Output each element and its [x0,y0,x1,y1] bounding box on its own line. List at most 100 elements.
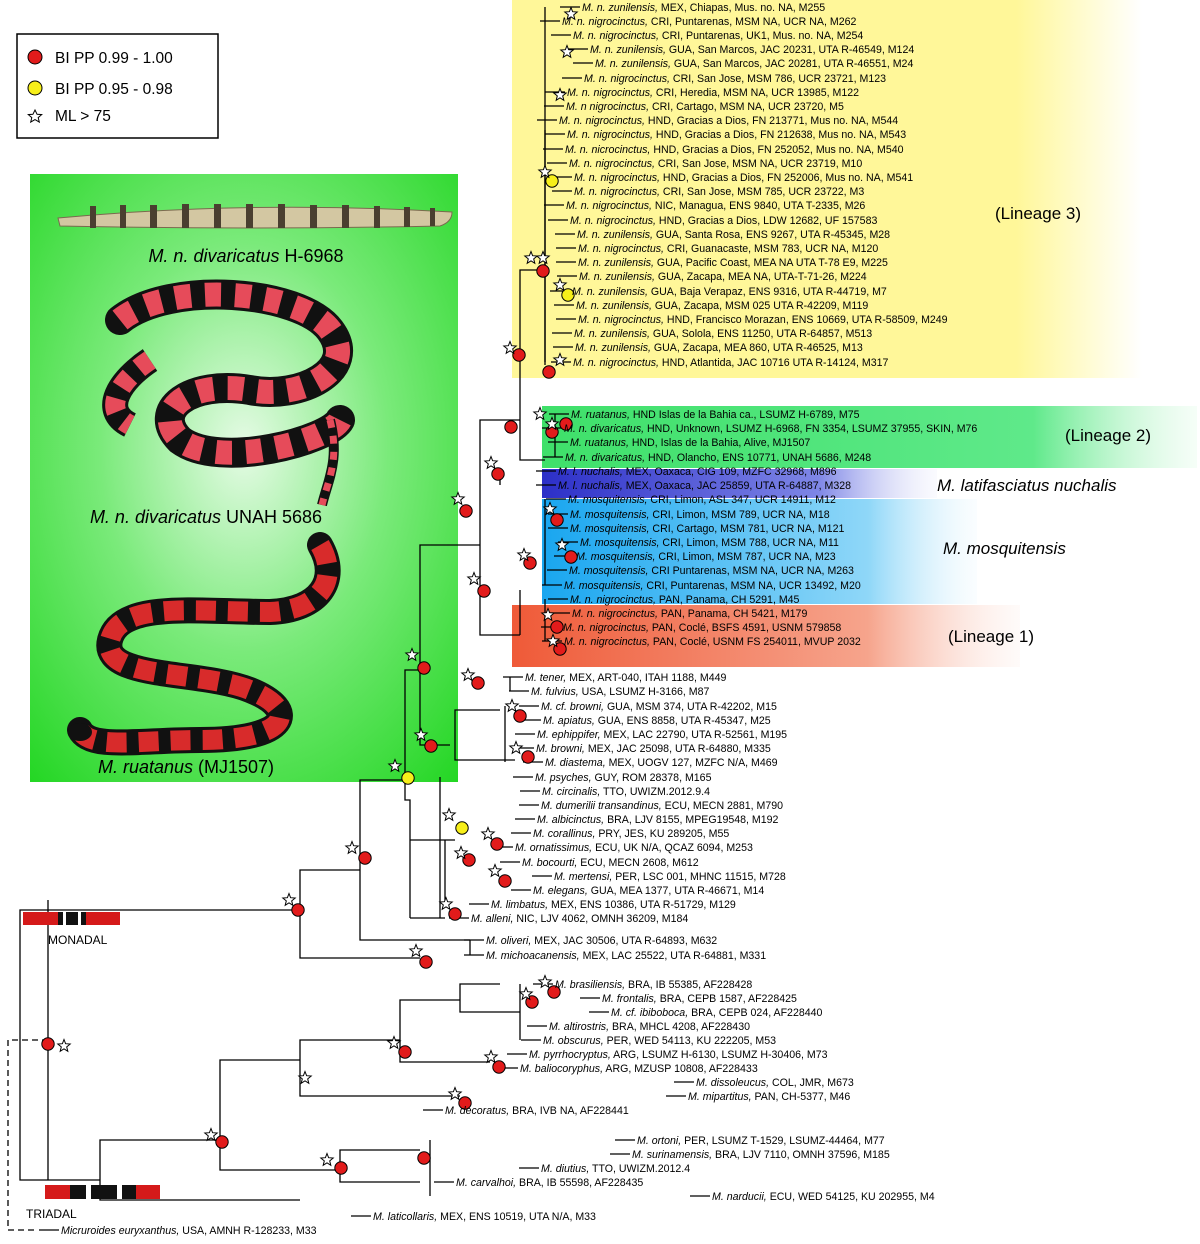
tip-label: M. n. nigrocinctus, NIC, Managua, ENS 98… [566,200,865,212]
red-node-icon [417,1151,431,1165]
star-icon [518,986,534,1001]
red-node-icon [550,620,564,634]
photo-caption-3: M. ruatanus (MJ1507) [98,757,274,777]
clade-label-lineage3: (Lineage 3) [995,204,1081,223]
tip-label: M. n. zunilensis, GUA, Solola, ENS 11250… [574,328,872,340]
nuchalis-band [542,469,937,498]
tip-label: M. n. nigrocinctus, HND, Gracias a Dios,… [567,129,906,141]
branch [359,870,470,941]
tip-label: M. mosquitensis, CRI, Limon, MSM 788, UC… [580,537,839,549]
snake-photo-mj1507 [67,532,341,756]
tip-label: M. circinalis, TTO, UWIZM.2012.9.4 [542,786,710,798]
tip-label: M. diutius, TTO, UWIZM.2012.4 [541,1163,690,1175]
red-node-icon [490,837,504,851]
branch [219,1059,300,1140]
tip-label: M. mosquitensis, CRI, Limon, MSM 787, UC… [576,551,836,563]
tip-label: M. ephippifer, MEX, LAC 22790, UTA R-525… [537,729,787,741]
tip-label: M. n. nigrocinctus, CRI, San Jose, MSM N… [569,158,862,170]
star-icon [552,87,568,102]
red-node-icon [417,661,431,675]
yellow-node-icon [401,771,415,785]
tip-label: M. fulvius, USA, LSUMZ H-3166, M87 [531,686,709,698]
star-icon [319,1152,335,1167]
red-node-icon [542,365,556,379]
branch [399,1040,490,1063]
branch [299,1039,400,1060]
branch [219,1140,340,1171]
tip-label: M. n. nigrocinctus, HND, Francisco Moraz… [578,314,948,326]
branch [7,1039,48,1231]
tip-label: M. n. nigrocinctus, PAN, Coclé, USNM FS … [564,636,861,648]
tip-label: M. mosquitensis, CRI, Puntarenas, MSM NA… [564,580,861,592]
tip-label: M. mosquitensis, CRI, Limon, ASL 347, UC… [568,494,836,506]
legend-bi-high: BI PP 0.99 - 1.00 [55,50,173,67]
tip-label: M. n. divaricatus, HND, Unknown, LSUMZ H… [564,423,977,435]
monadal-pattern-icon [23,912,120,925]
red-node-icon [547,985,561,999]
tip-label: M. n. zunilensis, GUA, San Marcos, JAC 2… [595,58,913,70]
tip-label: M. ortoni, PER, LSUMZ T-1529, LSUMZ-4446… [637,1135,885,1147]
star-icon [523,250,539,265]
star-icon [483,455,499,470]
branch [479,545,520,636]
tip-label: M. n nigrocinctus, CRI, Cartago, MSM NA,… [566,101,844,113]
star-icon [535,250,551,265]
star-icon [387,758,403,773]
tip-label: M. ruatanus, HND, Islas de la Bahia, Ali… [570,437,810,449]
photo-panel: M. n. divaricatus H-6968 M. n. divaricat… [30,174,458,782]
tip-label: M. mertensi, PER, LSC 001, MHNC 11515, M… [554,871,786,883]
star-icon [540,607,556,622]
star-icon [453,845,469,860]
red-node-icon [41,1037,55,1051]
tip-label: M. michoacanensis, MEX, LAC 25522, UTA R… [486,950,766,962]
tip-label: M. cf. ibiboboca, BRA, CEPB 024, AF22844… [611,1007,823,1019]
red-node-icon [334,1161,348,1175]
clade-label-mosquitensis: M. mosquitensis [943,539,1066,558]
lineage1-band [512,605,1020,667]
legend: BI PP 0.99 - 1.00 BI PP 0.95 - 0.98 ML >… [16,33,219,139]
tip-label: M. oliveri, MEX, JAC 30506, UTA R-64893,… [486,935,717,947]
red-node-icon [424,739,438,753]
red-node-icon [550,513,564,527]
star-icon [542,501,558,516]
tip-label: M. l. nuchalis, MEX, Oaxaca, CIG 109, MZ… [558,466,837,478]
clade-label-nuchalis: M. latifasciatus nuchalis [937,476,1117,495]
red-node-icon [291,903,305,917]
tip-label: M. n. nigrocinctus, PAN, Panama, CH 5421… [572,608,807,620]
tree-branches [7,6,710,1231]
tip-label: M. frontalis, BRA, CEPB 1587, AF228425 [602,993,797,1005]
tip-label: M. n. nigrocinctus, HND, Gracias a Dios,… [574,172,913,184]
star-icon [281,892,297,907]
star-icon [487,863,503,878]
tip-label: M. obscurus, PER, WED 54113, KU 222205, … [543,1035,776,1047]
snake-photo-h6968 [57,204,453,229]
star-icon [450,491,466,506]
star-icon [504,698,520,713]
yellow-node-icon [561,288,575,302]
yellow-node-icon [455,821,469,835]
tip-label: M. n. nigrocinctus, PAN, Panama, CH 5291… [570,594,800,606]
star-icon [27,108,43,124]
star-icon [537,974,553,989]
red-node-icon [448,907,462,921]
tip-label: M. n. zunilensis, GUA, Santa Rosa, ENS 9… [577,229,890,241]
tip-label: M. n. zunilensis, MEX, Chiapas, Mus. no.… [582,2,825,14]
branch [419,544,480,670]
branch [339,1170,420,1183]
branch [299,1060,460,1097]
branch [19,1040,100,1181]
tip-label: M. n. zunilensis, GUA, Zacapa, MSM 025 U… [576,300,868,312]
star-icon [532,406,548,421]
tip-label: M. altirostris, BRA, MHCL 4208, AF228430 [549,1021,750,1033]
tip-label: M. n. nigrocinctus, CRI, San Jose, MSM 7… [574,186,864,198]
tip-label: M. browni, MEX, JAC 25098, UTA R-64880, … [536,743,771,755]
tip-label: M. n. zunilensis, GUA, Zacapa, MEA 860, … [575,342,863,354]
star-icon [483,1049,499,1064]
tip-label: M. n. zunilensis, GUA, Zacapa, MEA NA, U… [579,271,867,283]
tip-label: M. carvalhoi, BRA, IB 55598, AF228435 [456,1177,643,1189]
tip-label: M. n. nigrocinctus, CRI, San Jose, MSM 7… [584,73,886,85]
branch [19,909,300,1040]
star-icon [552,277,568,292]
